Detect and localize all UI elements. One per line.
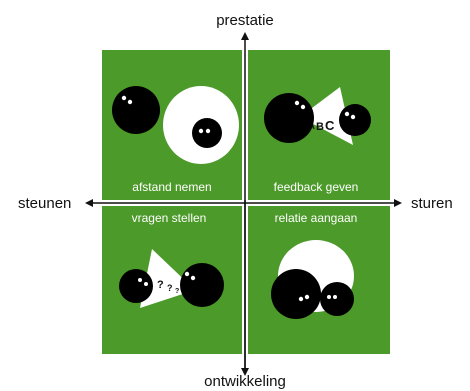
eye — [333, 295, 337, 299]
question-mark: ? — [167, 283, 173, 293]
axis-label-right: sturen — [411, 195, 453, 212]
eye — [344, 111, 350, 117]
quadrant-label-top-right: feedback geven — [274, 180, 359, 194]
illustration-feedback: A B C — [264, 87, 371, 145]
figure-asker — [119, 269, 153, 303]
figure-small — [320, 282, 354, 316]
axis-label-left: steunen — [18, 195, 71, 212]
eye — [198, 128, 204, 134]
eye — [350, 114, 356, 120]
eye — [205, 128, 211, 134]
figure-left — [112, 86, 160, 134]
speech-bubble — [300, 87, 353, 145]
illustration-questions: ? ? ? — [119, 249, 224, 308]
eye — [300, 104, 306, 110]
eye — [327, 295, 331, 299]
eye — [190, 275, 196, 281]
eye — [294, 100, 300, 106]
quadrant-label-bottom-left: vragen stellen — [132, 211, 207, 225]
figure-listener — [339, 104, 371, 136]
figure-big — [271, 269, 321, 319]
quadrant-label-top-left: afstand nemen — [132, 180, 211, 194]
question-mark: ? — [175, 288, 179, 295]
eye — [127, 99, 133, 105]
figure-answerer — [180, 263, 224, 307]
speech-letter: C — [325, 118, 335, 133]
speech-letter: B — [316, 121, 324, 133]
question-mark: ? — [157, 279, 164, 291]
axis-label-top: prestatie — [216, 12, 274, 29]
illustration-relation — [271, 240, 354, 319]
figure-speaker — [264, 93, 314, 143]
eye — [138, 278, 142, 282]
quadrant-label-bottom-right: relatie aangaan — [275, 211, 358, 225]
eye — [144, 282, 148, 286]
eye — [304, 294, 310, 300]
speech-bubble — [140, 249, 195, 308]
eye — [184, 271, 190, 277]
illustration-distance — [112, 86, 239, 164]
eye — [298, 296, 304, 302]
axis-label-bottom: ontwikkeling — [204, 373, 286, 390]
eye — [121, 95, 127, 101]
figure-small-dark — [192, 118, 222, 148]
